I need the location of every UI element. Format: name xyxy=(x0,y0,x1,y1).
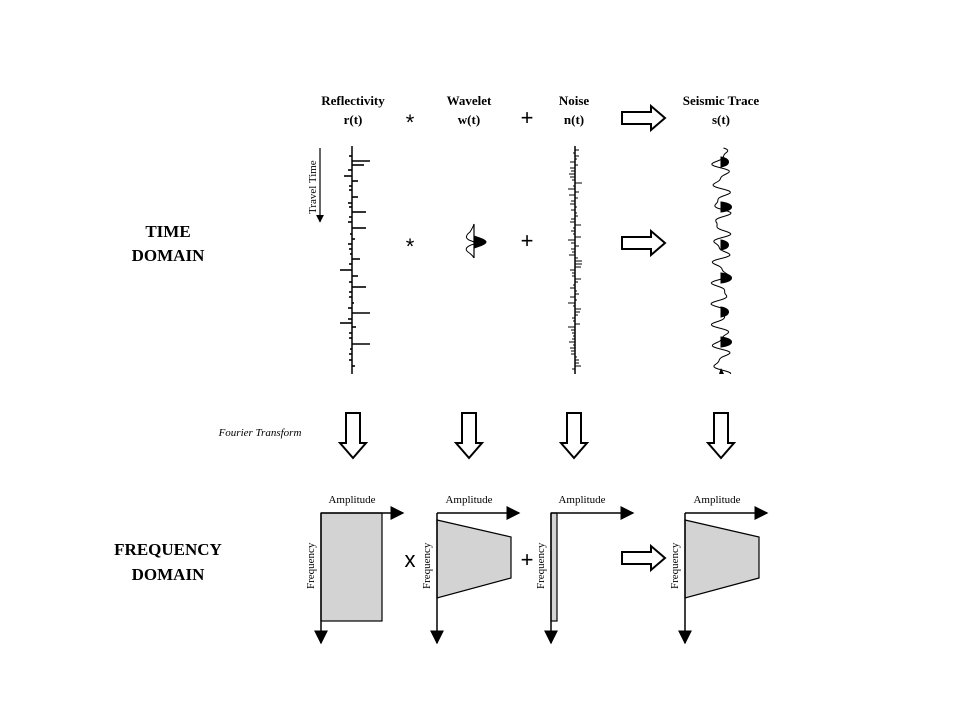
reflectivity-title: Reflectivity xyxy=(321,93,385,108)
time-convolve-operator: * xyxy=(406,234,415,259)
header-result-arrow xyxy=(621,103,667,133)
time-domain-label-line1: TIME xyxy=(145,222,190,241)
amplitude-axis-label: Amplitude xyxy=(693,494,740,506)
spectrum-seismic: Amplitude Frequency xyxy=(669,494,769,645)
noise-symbol: n(t) xyxy=(564,112,584,127)
fourier-arrow-seismic xyxy=(705,412,737,460)
wavelet-symbol: w(t) xyxy=(458,112,480,127)
frequency-plus-operator: + xyxy=(521,547,534,572)
header-seismic-trace: Seismic Trace s(t) xyxy=(683,93,760,127)
noise-title: Noise xyxy=(559,93,590,108)
seismic-symbol: s(t) xyxy=(712,112,730,127)
spectrum-reflectivity: Amplitude Frequency xyxy=(305,494,405,645)
amplitude-axis-label: Amplitude xyxy=(328,494,375,506)
reflectivity-symbol: r(t) xyxy=(344,112,363,127)
amplitude-axis-label: Amplitude xyxy=(558,494,605,506)
time-plus-operator: + xyxy=(521,228,534,253)
frequency-axis-label: Frequency xyxy=(421,542,433,589)
multiply-operator: x xyxy=(405,547,416,572)
wavelet-title: Wavelet xyxy=(447,93,492,108)
reflectivity-trace xyxy=(340,146,370,374)
frequency-axis-label: Frequency xyxy=(669,542,681,589)
seismic-title: Seismic Trace xyxy=(683,93,760,108)
fourier-arrow-reflectivity xyxy=(337,412,369,460)
header-noise: Noise n(t) xyxy=(559,93,590,127)
header-convolve-operator: * xyxy=(406,110,415,135)
time-domain-label-line2: DOMAIN xyxy=(132,246,205,265)
fourier-transform-label: Fourier Transform xyxy=(218,427,302,439)
wavelet-graphic xyxy=(465,223,487,259)
noise-trace xyxy=(568,146,582,374)
wavelet-spectrum-area xyxy=(436,519,512,599)
spectrum-noise: Amplitude Frequency xyxy=(535,494,635,645)
time-result-arrow xyxy=(621,228,667,258)
travel-time-label: Travel Time xyxy=(307,160,319,214)
header-reflectivity: Reflectivity r(t) xyxy=(321,93,385,127)
header-wavelet: Wavelet w(t) xyxy=(447,93,492,127)
amplitude-axis-label: Amplitude xyxy=(445,494,492,506)
spectrum-wavelet: Amplitude Frequency xyxy=(421,494,521,645)
header-plus-operator: + xyxy=(521,105,534,130)
noise-spectrum-area xyxy=(550,512,558,622)
frequency-axis-label: Frequency xyxy=(305,542,317,589)
frequency-result-arrow xyxy=(621,543,667,573)
frequency-domain-label-line1: FREQUENCY xyxy=(114,540,222,559)
frequency-domain-label-line2: DOMAIN xyxy=(132,565,205,584)
seismic-trace xyxy=(710,147,732,375)
reflectivity-spectrum-area xyxy=(320,512,383,622)
fourier-arrow-wavelet xyxy=(453,412,485,460)
frequency-axis-label: Frequency xyxy=(535,542,547,589)
seismic-spectrum-area xyxy=(684,519,760,599)
fourier-arrow-noise xyxy=(558,412,590,460)
